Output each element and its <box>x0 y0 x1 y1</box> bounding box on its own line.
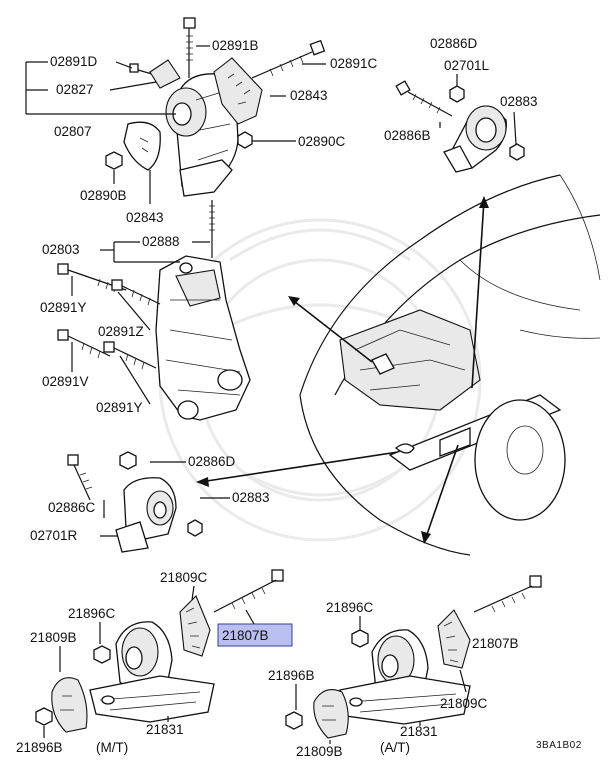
label-02807[interactable]: 02807 <box>54 124 92 139</box>
label-02886B[interactable]: 02886B <box>384 128 431 143</box>
label-02803[interactable]: 02803 <box>42 242 80 257</box>
label-02891Y-upper[interactable]: 02891Y <box>40 300 87 315</box>
vehicle-outline <box>299 174 601 556</box>
upper-engine-mount-assembly <box>105 17 326 197</box>
label-02843-upper[interactable]: 02843 <box>290 88 328 103</box>
callout-arrows <box>196 196 489 544</box>
label-02890B[interactable]: 02890B <box>80 188 127 203</box>
leader-lines-bottom-left <box>43 585 255 738</box>
label-21807B-mt[interactable]: 21807B <box>222 628 269 643</box>
label-02701R[interactable]: 02701R <box>30 528 78 543</box>
leader-lines-bottom-right <box>295 616 467 744</box>
label-02883-mid[interactable]: 02883 <box>232 490 270 505</box>
label-21809C-at[interactable]: 21809C <box>440 696 488 711</box>
part-labels: 02891D 02891B 02891C 02827 02843 02807 0… <box>16 36 582 759</box>
right-mount-02701R <box>67 451 230 553</box>
highlight-box-21807B[interactable] <box>217 623 293 647</box>
label-02843-lower[interactable]: 02843 <box>126 210 164 225</box>
label-02891V[interactable]: 02891V <box>42 374 89 389</box>
label-02883-top[interactable]: 02883 <box>500 94 538 109</box>
label-variant-mt[interactable]: (M/T) <box>96 740 128 755</box>
label-02891C[interactable]: 02891C <box>330 56 378 71</box>
label-02886D-top[interactable]: 02886D <box>430 36 478 51</box>
mt-transmission-mount <box>35 569 284 733</box>
label-21896B-at[interactable]: 21896B <box>268 668 315 683</box>
label-21807B-at[interactable]: 21807B <box>472 636 519 651</box>
leader-lines-top-left <box>25 45 326 204</box>
label-21831-at[interactable]: 21831 <box>400 724 438 739</box>
leader-lines-center-left <box>71 241 210 405</box>
label-02890C[interactable]: 02890C <box>298 134 346 149</box>
label-02891Y-lower[interactable]: 02891Y <box>96 400 143 415</box>
label-21809B-mt[interactable]: 21809B <box>30 630 77 645</box>
label-21896B-mt[interactable]: 21896B <box>16 740 63 755</box>
label-variant-at[interactable]: (A/T) <box>380 740 410 755</box>
label-02891D[interactable]: 02891D <box>50 54 98 69</box>
label-21831-mt[interactable]: 21831 <box>146 722 184 737</box>
label-02888[interactable]: 02888 <box>142 234 180 249</box>
label-21896C-mt[interactable]: 21896C <box>68 606 116 621</box>
at-transmission-mount <box>285 575 542 739</box>
diagram-code: 3BA1B02 <box>536 740 582 751</box>
engine-bracket-02803 <box>57 200 251 421</box>
label-02891B[interactable]: 02891B <box>212 38 259 53</box>
label-02886D-mid[interactable]: 02886D <box>188 454 236 469</box>
left-mount-02701L <box>395 74 525 173</box>
label-02891Z[interactable]: 02891Z <box>98 324 144 339</box>
label-21809B-at[interactable]: 21809B <box>296 744 343 759</box>
label-21809C-mt[interactable]: 21809C <box>160 570 208 585</box>
label-02886C[interactable]: 02886C <box>48 500 96 515</box>
label-02827[interactable]: 02827 <box>56 82 94 97</box>
label-21896C-at[interactable]: 21896C <box>326 600 374 615</box>
label-02701L[interactable]: 02701L <box>444 58 490 73</box>
